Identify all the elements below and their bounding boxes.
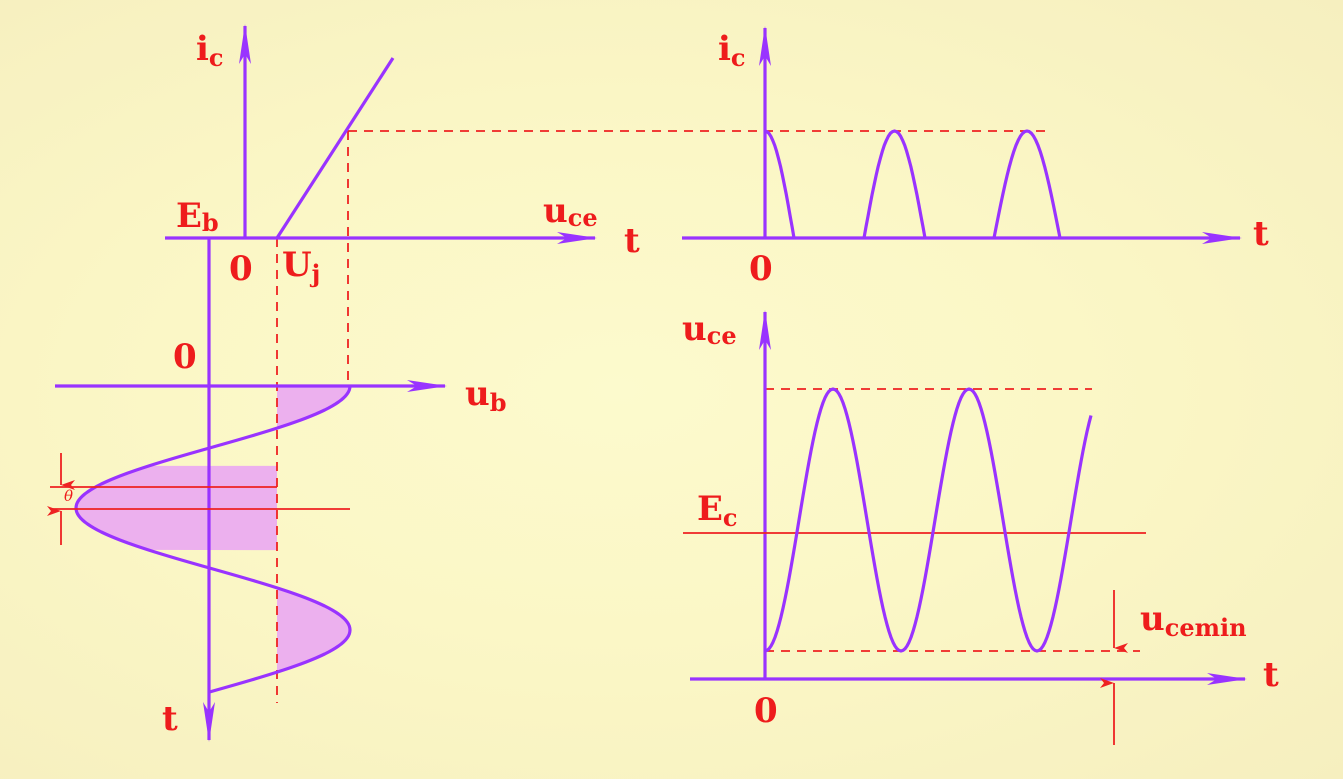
conduction-region-1 xyxy=(277,386,350,429)
output-voltage-wave xyxy=(764,387,1093,653)
transfer-characteristic-plot xyxy=(55,24,597,742)
labels: ic Eb 0 Uj uce t 0 ub θ t ic 0 t uce Ec … xyxy=(64,29,1279,739)
conduction-angle-marker xyxy=(47,453,350,545)
uce-axis-label-right: uce xyxy=(682,309,737,350)
transfer-characteristic-line xyxy=(275,57,395,239)
t-label-bottom-right: t xyxy=(1263,655,1279,695)
ic-label-right: ic xyxy=(718,29,746,72)
output-voltage-plot xyxy=(683,310,1247,745)
uce-axis-label-left: uce xyxy=(543,191,598,232)
origin-zero-bottom-right: 0 xyxy=(754,691,778,731)
origin-zero-top-left: 0 xyxy=(229,249,253,289)
conduction-region-2 xyxy=(76,465,277,551)
origin-zero-input: 0 xyxy=(173,337,197,377)
t-label-top-right: t xyxy=(1253,214,1269,254)
ucemin-label: ucemin xyxy=(1140,599,1247,642)
ub-axis-label: ub xyxy=(465,374,507,417)
origin-zero-top-right: 0 xyxy=(749,249,773,289)
t-label-bottom-left: t xyxy=(162,699,178,739)
uj-label: Uj xyxy=(282,245,320,288)
projection-lines xyxy=(276,130,1140,703)
t-label-mid: t xyxy=(624,221,640,261)
input-voltage-wave xyxy=(74,385,352,694)
eb-label: Eb xyxy=(176,196,219,237)
collector-current-pulses xyxy=(764,129,1062,239)
collector-current-plot xyxy=(682,26,1242,244)
theta-label: θ xyxy=(64,487,73,505)
ic-label-left: ic xyxy=(196,29,224,72)
conduction-shading xyxy=(76,386,350,673)
conduction-region-3 xyxy=(277,587,350,673)
ec-label: Ec xyxy=(697,489,738,532)
